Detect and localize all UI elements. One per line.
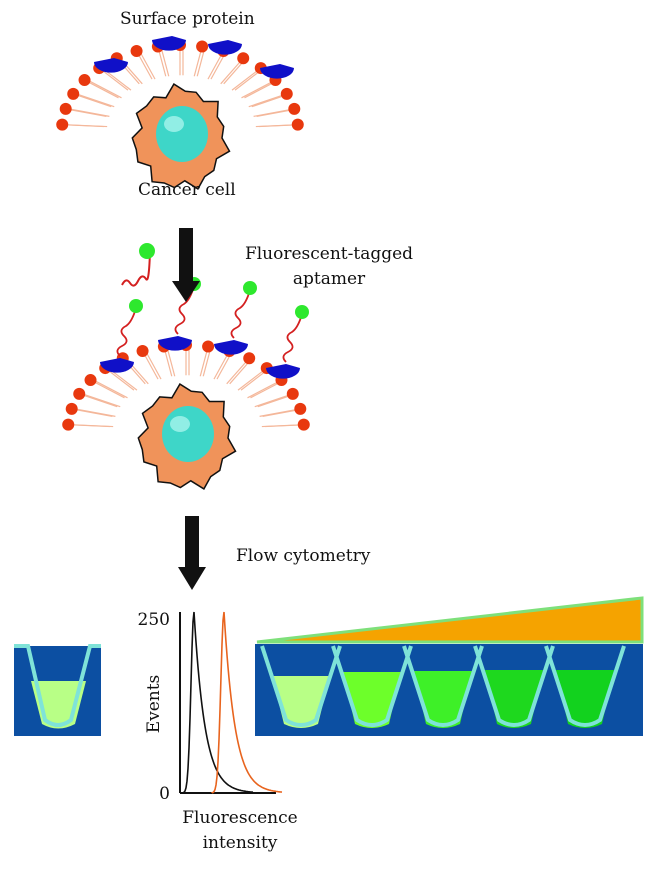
surface-protein-icon bbox=[266, 364, 300, 379]
tube-series-panel bbox=[255, 644, 643, 736]
sample-tube-fill bbox=[414, 671, 472, 728]
free-aptamer-icon bbox=[121, 243, 155, 287]
cancer-cell-label: Cancer cell bbox=[138, 180, 236, 200]
lipid-head bbox=[280, 87, 293, 100]
control-tube-panel bbox=[14, 644, 101, 736]
surface-protein-label: Surface protein bbox=[120, 9, 255, 29]
lipid-head bbox=[130, 45, 143, 58]
sample-tube-outline bbox=[260, 645, 342, 727]
lipid-head bbox=[202, 340, 215, 353]
cancer-cell-with-aptamers bbox=[62, 277, 310, 490]
cell-nucleus bbox=[162, 406, 214, 462]
aptamer-label-line1: Fluorescent-tagged bbox=[244, 244, 414, 264]
lipid-head bbox=[288, 102, 301, 115]
flow-cytometry-label: Flow cytometry bbox=[236, 546, 371, 566]
flow-cytometry-histogram: 250 0 Events bbox=[138, 610, 283, 804]
y-tick-label-250: 250 bbox=[138, 610, 170, 630]
lipid-head bbox=[56, 118, 69, 131]
surface-protein-icon bbox=[214, 340, 248, 355]
lipid-head bbox=[243, 352, 256, 365]
lipid-head bbox=[136, 345, 149, 358]
sample-tube-outline bbox=[402, 645, 484, 727]
sample-tube-fill bbox=[485, 670, 543, 728]
chart-xlabel-line2: intensity bbox=[202, 833, 278, 853]
arrow-down-icon-2 bbox=[178, 516, 206, 590]
cancer-cell-top bbox=[56, 36, 304, 190]
lipid-head bbox=[67, 87, 80, 100]
sample-tube-fill bbox=[343, 672, 401, 728]
lipid-head bbox=[59, 102, 72, 115]
lipid-head bbox=[62, 418, 75, 431]
fluorophore-icon bbox=[129, 299, 143, 313]
lipid-head bbox=[297, 418, 310, 431]
sample-tube-outline bbox=[544, 645, 626, 727]
lipid-head bbox=[65, 402, 78, 415]
cell-nucleus bbox=[156, 106, 208, 162]
lipid-head bbox=[291, 118, 304, 131]
sample-tube-fill bbox=[272, 676, 330, 728]
chart-xlabel-line1: Fluorescence bbox=[182, 808, 298, 828]
lipid-head bbox=[286, 387, 299, 400]
lipid-head bbox=[78, 74, 91, 87]
arrow-down-icon bbox=[172, 228, 200, 302]
aptamer-label-line2: aptamer bbox=[292, 269, 366, 289]
surface-protein-icon bbox=[152, 36, 186, 51]
lipid-head bbox=[196, 40, 209, 53]
lipid-head bbox=[84, 374, 97, 387]
intensity-gradient-triangle bbox=[256, 596, 644, 644]
y-tick-label-0: 0 bbox=[159, 784, 170, 804]
sample-tube-outline bbox=[473, 645, 555, 727]
lipid-head bbox=[73, 387, 86, 400]
histogram-curve-aptamer bbox=[211, 611, 283, 794]
lipid-head bbox=[237, 52, 250, 65]
fluorophore-icon bbox=[295, 305, 309, 319]
sample-tube-fill bbox=[556, 670, 614, 728]
sample-tube-outline bbox=[331, 645, 413, 727]
lipid-head bbox=[294, 402, 307, 415]
surface-protein-icon bbox=[208, 40, 242, 55]
surface-protein-icon bbox=[100, 358, 134, 373]
chart-ylabel: Events bbox=[144, 675, 164, 734]
fluorophore-icon bbox=[243, 281, 257, 295]
surface-protein-icon bbox=[260, 64, 294, 79]
surface-protein-icon bbox=[94, 58, 128, 73]
surface-protein-icon bbox=[158, 336, 192, 351]
